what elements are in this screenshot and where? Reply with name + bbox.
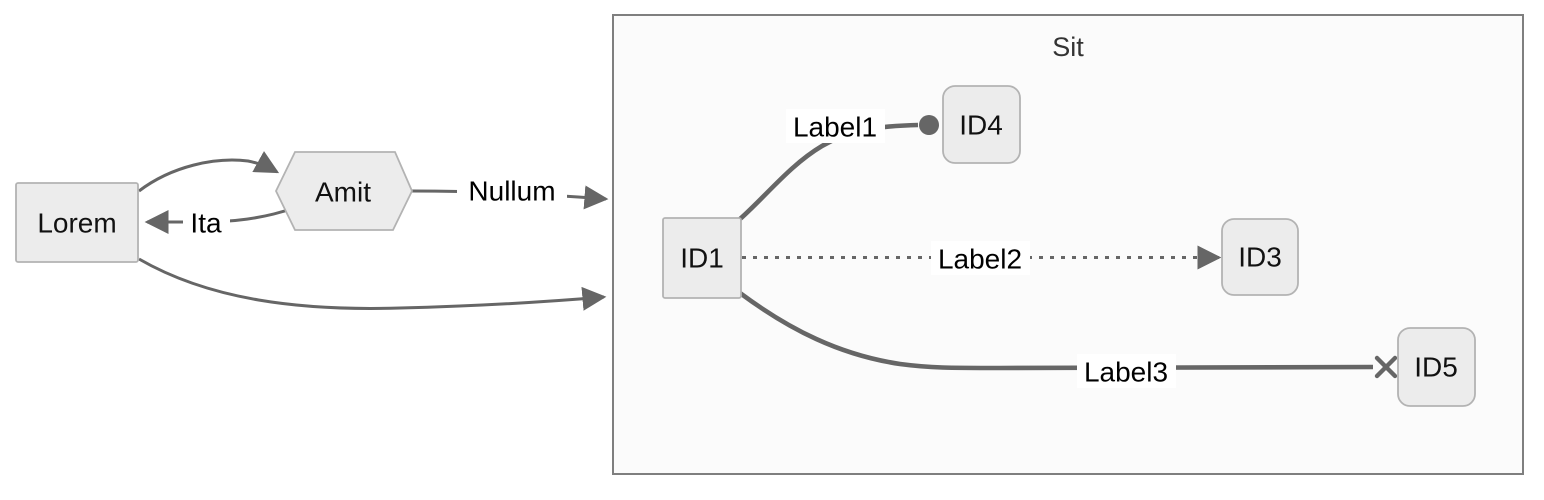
node-id5: ID5	[1397, 327, 1476, 407]
node-lorem-label: Lorem	[37, 208, 116, 239]
edge-label-nullum-bg	[457, 173, 567, 207]
edge-label-ita-bg	[183, 206, 230, 239]
edge-label-label2: Label2	[931, 241, 1030, 275]
edge-lorem-to-sit	[138, 257, 607, 311]
edge-lorem-to-amit	[138, 151, 280, 193]
edge-label-nullum: Nullum	[457, 173, 567, 207]
node-amit: Amit	[274, 151, 413, 231]
edge-label-ita: Ita	[183, 206, 230, 239]
node-lorem: Lorem	[15, 182, 139, 263]
edge-label-label2-text: Label2	[938, 244, 1022, 275]
edge-label-ita-text: Ita	[190, 208, 222, 239]
node-id3: ID3	[1221, 218, 1299, 296]
node-id1-label: ID1	[680, 243, 724, 274]
node-id5-shape	[1397, 327, 1476, 407]
node-lorem-shape	[15, 182, 139, 263]
edge-label-label1-bg	[786, 109, 885, 143]
subgraph-sit-title: Sit	[1052, 32, 1084, 62]
subgraph-sit: Sit	[612, 14, 1524, 475]
circle-terminal-id4	[919, 115, 939, 135]
node-amit-shape	[274, 151, 413, 231]
edge-id1-to-id5	[738, 291, 1374, 371]
node-id4: ID4	[942, 85, 1021, 164]
node-id4-label: ID4	[959, 110, 1003, 141]
node-amit-label: Amit	[315, 177, 371, 208]
node-id4-shape	[942, 85, 1021, 164]
node-id5-label: ID5	[1414, 352, 1458, 383]
node-id3-label: ID3	[1238, 242, 1282, 273]
edge-label-label3-bg	[1077, 354, 1176, 388]
edge-label-label3: Label3	[1077, 354, 1176, 388]
edge-label-label1-text: Label1	[793, 112, 877, 143]
edge-label-nullum-text: Nullum	[468, 176, 555, 207]
subgraph-sit-border	[612, 14, 1524, 475]
edge-label-label3-text: Label3	[1084, 357, 1168, 388]
edge-label-label1: Label1	[786, 109, 885, 143]
cross-terminal-id5	[1374, 355, 1398, 379]
node-id3-shape	[1221, 218, 1299, 296]
node-id1: ID1	[662, 217, 742, 299]
edge-label-label2-bg	[931, 241, 1030, 275]
node-id1-shape	[662, 217, 742, 299]
